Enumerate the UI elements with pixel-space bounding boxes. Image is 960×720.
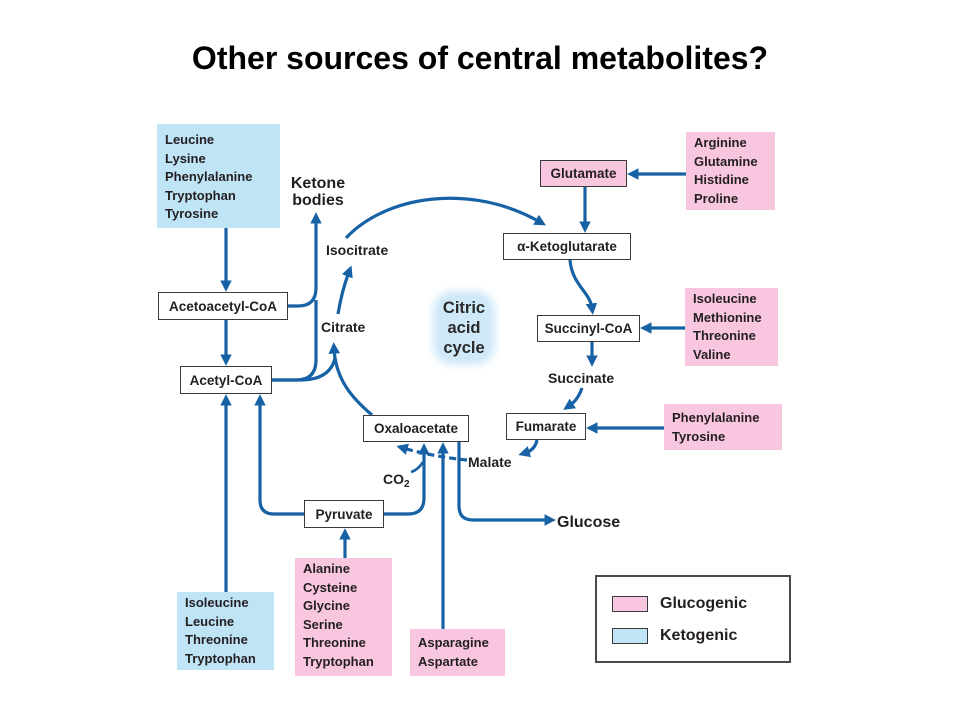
arrow-malate-to-oxaloacetate-dashed bbox=[396, 443, 468, 462]
co2-label: CO2 bbox=[383, 470, 410, 490]
acetoacetyl-coa-box: Acetoacetyl-CoA bbox=[158, 292, 288, 320]
ketone-bodies-line: bodies bbox=[292, 192, 344, 209]
succinate-label: Succinate bbox=[548, 370, 615, 386]
arrow-succinate-to-fumarate bbox=[563, 387, 584, 410]
cycle-label-line: acid bbox=[447, 319, 481, 337]
amino-acid-item: Leucine bbox=[165, 132, 215, 147]
arrow-pyruvate-to-acetyl-coa bbox=[254, 394, 304, 516]
amino-acid-item: Threonine bbox=[693, 328, 756, 344]
amino-acid-item: Isoleucine bbox=[693, 291, 757, 306]
amino-acid-group-to-oxaloacetate: Asparagine Aspartate bbox=[410, 629, 505, 676]
isocitrate-label: Isocitrate bbox=[326, 242, 389, 258]
arrow-group bbox=[220, 168, 686, 629]
amino-acid-item: Cysteine bbox=[303, 579, 358, 595]
amino-acid-item: Tryptophan bbox=[303, 653, 374, 669]
arrow-oxaloacetate-to-citrate bbox=[328, 342, 374, 417]
fumarate-box: Fumarate bbox=[506, 413, 586, 440]
arrow-pyruvate-to-oxaloacetate bbox=[384, 443, 430, 516]
amino-acid-item: Threonine bbox=[303, 635, 366, 651]
legend-swatch-glucogenic bbox=[612, 596, 648, 612]
amino-acid-item: Tryptophan bbox=[185, 650, 256, 666]
succinyl-coa-box: Succinyl-CoA bbox=[537, 315, 640, 342]
amino-acid-item: Tryptophan bbox=[165, 187, 236, 203]
slide-title: Other sources of central metabolites? bbox=[191, 40, 769, 76]
oxaloacetate-box: Oxaloacetate bbox=[363, 415, 469, 442]
amino-acid-item: Serine bbox=[303, 616, 343, 632]
arrow-citrate-to-isocitrate bbox=[336, 265, 353, 315]
amino-acid-item: Arginine bbox=[694, 135, 747, 150]
amino-acid-item: Proline bbox=[694, 190, 739, 206]
amino-acid-group-to-acetoacetyl-coa: Leucine Lysine Phenylalanine Tryptophan … bbox=[157, 124, 280, 228]
amino-acid-item: Glutamine bbox=[694, 153, 758, 169]
amino-acid-group-to-pyruvate: Alanine Cysteine Glycine Serine Threonin… bbox=[295, 558, 392, 676]
amino-acid-group-to-glutamate: Arginine Glutamine Histidine Proline bbox=[686, 132, 775, 210]
amino-acid-item: Aspartate bbox=[418, 653, 478, 669]
legend: Glucogenic Ketogenic bbox=[595, 575, 791, 663]
glutamate-box: Glutamate bbox=[540, 160, 627, 187]
legend-label-glucogenic: Glucogenic bbox=[660, 595, 748, 612]
legend-swatch-ketogenic bbox=[612, 628, 648, 644]
amino-acid-group-to-acetyl-coa: Isoleucine Leucine Threonine Tryptophan bbox=[177, 592, 274, 670]
pyruvate-box: Pyruvate bbox=[304, 500, 384, 528]
citrate-label: Citrate bbox=[321, 319, 366, 335]
arrow-isocitrate-to-alpha-ketoglutarate bbox=[344, 196, 547, 240]
amino-acid-item: Isoleucine bbox=[185, 595, 249, 610]
glucose-label: Glucose bbox=[557, 514, 621, 531]
cycle-label-line: cycle bbox=[443, 339, 485, 357]
amino-acid-group-to-fumarate: Phenylalanine Tyrosine bbox=[664, 404, 782, 450]
malate-label: Malate bbox=[468, 454, 512, 470]
arrow-fumarate-to-malate bbox=[518, 439, 539, 458]
arrow-co2-input bbox=[410, 461, 425, 474]
amino-acid-item: Valine bbox=[693, 346, 731, 362]
arrow-acetoacetyl-coa-to-ketone-bodies bbox=[288, 212, 322, 308]
amino-acid-item: Histidine bbox=[694, 172, 749, 188]
cycle-label-line: Citric bbox=[442, 299, 486, 317]
co2-subscript: 2 bbox=[404, 479, 410, 490]
amino-acid-item: Glycine bbox=[303, 598, 350, 614]
amino-acid-item: Phenylalanine bbox=[672, 410, 760, 425]
amino-acid-item: Tyrosine bbox=[672, 428, 726, 444]
ketone-bodies-line: Ketone bbox=[290, 175, 346, 192]
amino-acid-item: Methionine bbox=[693, 309, 762, 325]
amino-acid-group-to-succinyl-coa: Isoleucine Methionine Threonine Valine bbox=[685, 288, 778, 366]
amino-acid-item: Tyrosine bbox=[165, 206, 219, 222]
arrow-alpha-ketoglutarate-to-succinyl-coa bbox=[568, 259, 598, 315]
amino-acid-item: Asparagine bbox=[418, 635, 489, 650]
legend-label-ketogenic: Ketogenic bbox=[660, 627, 738, 644]
citric-acid-cycle-label: Citric acid cycle bbox=[428, 298, 500, 358]
amino-acid-item: Phenylalanine bbox=[165, 169, 253, 185]
acetyl-coa-box: Acetyl-CoA bbox=[180, 366, 272, 394]
amino-acid-item: Leucine bbox=[185, 613, 235, 629]
co2-base: CO bbox=[383, 471, 404, 487]
arrow-acetyl-coa-to-citrate bbox=[272, 357, 337, 382]
alpha-ketoglutarate-box: α-Ketoglutarate bbox=[503, 233, 631, 260]
amino-acid-item: Threonine bbox=[185, 632, 248, 648]
ketone-bodies-label: Ketone bodies bbox=[284, 175, 352, 209]
arrow-oxaloacetate-to-glucose bbox=[457, 442, 556, 526]
citric-acid-cycle-highlight bbox=[438, 296, 490, 360]
amino-acid-item: Lysine bbox=[165, 150, 206, 166]
amino-acid-item: Alanine bbox=[303, 561, 350, 576]
